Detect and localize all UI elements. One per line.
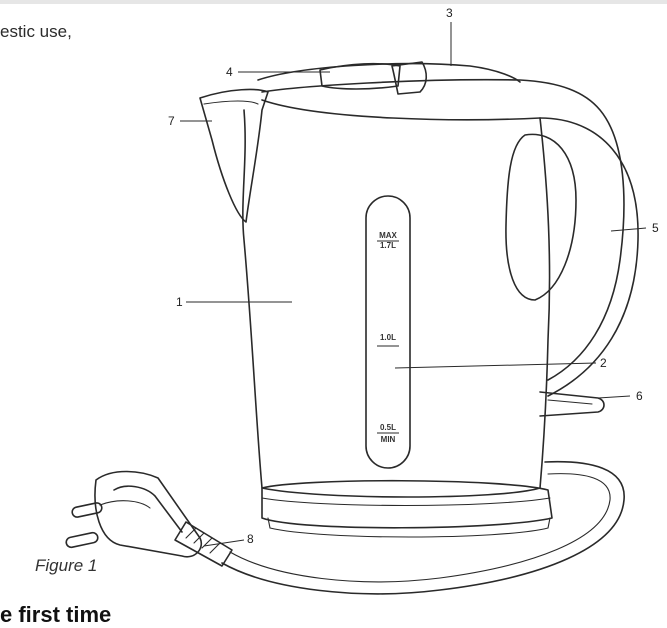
- power-cord-inner: [229, 473, 611, 583]
- callout-3: 3: [446, 6, 453, 20]
- callout-2: 2: [600, 356, 607, 370]
- page-top-rule: [0, 0, 667, 4]
- kettle-base: [261, 479, 553, 538]
- leader-6: [597, 395, 631, 399]
- callout-6: 6: [636, 389, 643, 403]
- callout-7: 7: [168, 114, 175, 128]
- scale-mid-volume: 1.0L: [380, 333, 396, 342]
- callout-1: 1: [176, 295, 183, 309]
- water-level-window: MAX 1.7L 1.0L 0.5L MIN: [365, 195, 411, 469]
- kettle-body: [242, 78, 625, 498]
- leader-5: [610, 227, 647, 232]
- scale-max-volume: 1.7L: [380, 241, 396, 250]
- leader-8: [203, 539, 245, 547]
- scale-min-label: MIN: [381, 435, 396, 444]
- plug-icon: [65, 470, 233, 567]
- scale-min-volume: 0.5L: [380, 423, 396, 432]
- callout-4: 4: [226, 65, 233, 79]
- scale-max-label: MAX: [379, 231, 397, 240]
- figure-caption: Figure 1: [35, 556, 98, 575]
- kettle-handle: [505, 117, 639, 397]
- kettle-spout: [199, 88, 269, 223]
- leader-2: [394, 362, 597, 369]
- kettle-lid: [257, 61, 521, 95]
- callout-5: 5: [652, 221, 659, 235]
- power-cord: [221, 460, 625, 595]
- body-text-fragment: estic use,: [0, 22, 72, 41]
- callout-8: 8: [247, 532, 254, 546]
